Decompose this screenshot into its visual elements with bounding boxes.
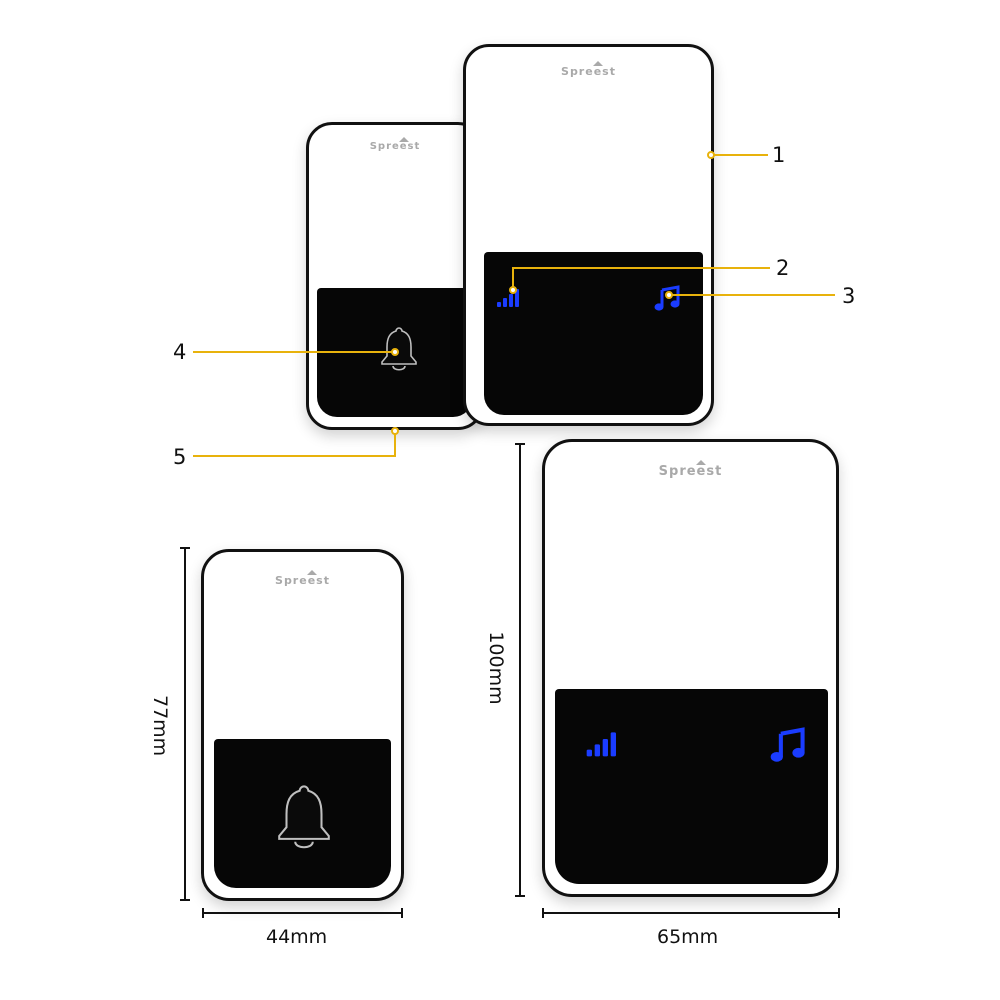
- indicator-panel: [484, 252, 703, 415]
- brand-logo: Spreest: [466, 61, 711, 78]
- callout-number-3: 3: [842, 284, 856, 308]
- callout-dot-5: [391, 427, 399, 435]
- indicator-panel: [555, 689, 828, 884]
- brand-text: Spreest: [561, 65, 616, 78]
- brand-text: Spreest: [275, 574, 330, 587]
- dim-label-large-height: 100mm: [485, 631, 507, 705]
- callout-number-5: 5: [173, 445, 187, 469]
- brand-logo: Spreest: [204, 570, 401, 587]
- transmitter-bottom: Spreest: [201, 549, 404, 901]
- brand-text: Spreest: [369, 141, 421, 152]
- callout-number-1: 1: [772, 143, 786, 167]
- callout-number-4: 4: [173, 340, 187, 364]
- brand-logo: Spreest: [545, 460, 836, 479]
- callout-dot-1: [707, 151, 715, 159]
- callout-line-2: [512, 267, 770, 290]
- brand-text: Spreest: [658, 464, 723, 479]
- callout-dot-2: [509, 286, 517, 294]
- callout-dot-4: [391, 348, 399, 356]
- dim-label-small-width: 44mm: [266, 926, 328, 948]
- signal-bars-icon: [586, 732, 616, 757]
- music-note-icon: [654, 285, 680, 311]
- signal-bars-icon: [497, 289, 519, 307]
- callout-number-2: 2: [776, 256, 790, 280]
- bell-icon[interactable]: [379, 325, 419, 373]
- music-note-icon: [770, 727, 805, 762]
- callout-line-5: [193, 432, 396, 457]
- dim-label-small-height: 77mm: [149, 695, 171, 757]
- receiver-top: Spreest: [463, 44, 714, 426]
- callout-dot-3: [665, 291, 673, 299]
- brand-logo: Spreest: [309, 137, 481, 152]
- dim-label-large-width: 65mm: [657, 926, 719, 948]
- receiver-bottom: Spreest: [542, 439, 839, 897]
- bell-icon[interactable]: [274, 782, 334, 852]
